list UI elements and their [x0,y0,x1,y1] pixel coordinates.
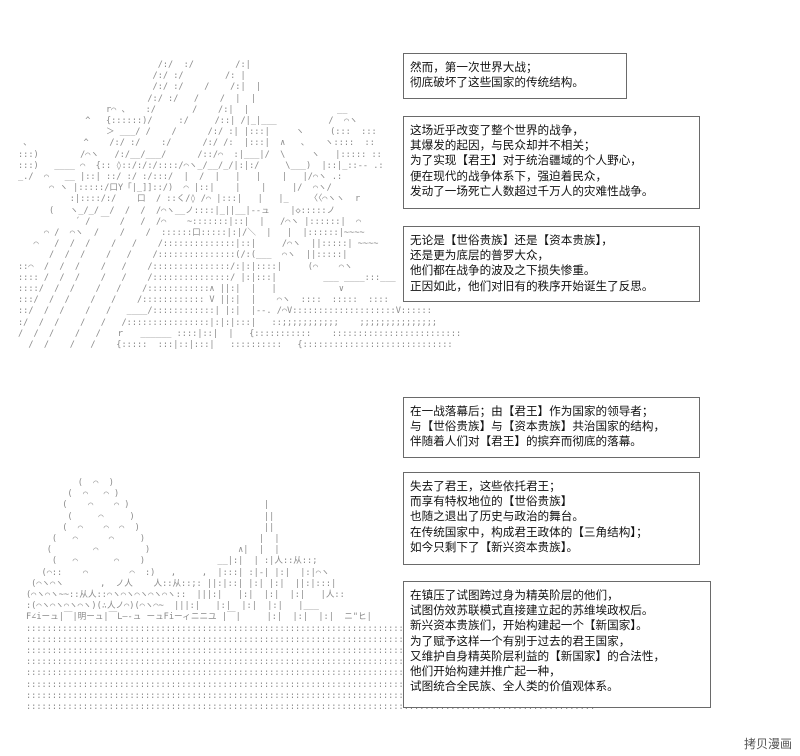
narration-line: 这场近乎改变了整个世界的战争， [410,123,584,137]
narration-line: 试图仿效苏联模式直接建立起的苏维埃政权后。 [410,603,654,618]
narration-line: 正因如此，他们对旧有的秩序开始诞生了反思。 [410,278,654,293]
narration-line: 为了实现【君王】对于统治疆域的个人野心， [410,153,642,168]
narration-line: 伴随着人们对【君王】的摈弃而彻底的落幕。 [410,434,642,449]
narration-box-5: 失去了君王，这些依托君王； 而享有特权地位的【世俗贵族】 也随之退出了历史与政治… [403,472,700,565]
narration-line: 失去了君王，这些依托君王； [410,479,561,493]
narration-line: 如今只剩下了【新兴资本贵族】。 [410,539,579,554]
narration-box-1: 然而，第一次世界大战； 彻底破坏了这些国家的传统结构。 [403,53,627,99]
narration-line: 还是更为底层的普罗大众， [410,248,550,263]
narration-box-4: 在一战落幕后；由【君王】作为国家的领导者； 与【世俗贵族】与【资本贵族】共治国家… [403,397,700,458]
ascii-art-city-skyline: ( ⌒ ) ( ⌒ ⌒ ) ( ⌒ ⌒ ) | ( ⌒ ) || ( ⌒ ⌒ ⌒… [26,478,596,713]
narration-line: 在镇压了试图跨过身为精英阶层的他们， [410,588,619,602]
narration-line: 发动了一场死亡人数超过千万人的灾难性战争。 [410,183,654,198]
narration-line: 其爆发的起因，与民众却并不相关； [410,138,596,153]
narration-line: 然而，第一次世界大战； [410,60,538,74]
ascii-art-war-scene: /:/ :/ /:| /:/ :/ /: | /:/ :/ / /:| | /:… [18,60,462,351]
narration-line: 便在现代的战争体系下，强迫着民众， [410,168,608,183]
narration-line: 也随之退出了历史与政治的舞台。 [410,509,584,524]
narration-line: 新兴资本贵族们，开始构建起一个【新国家】。 [410,618,648,633]
narration-line: 在传统国家中，构成君王政体的【三角结构】； [410,524,648,539]
narration-line: 为了赋予这样一个有别于过去的君王国家， [410,633,631,648]
narration-box-6: 在镇压了试图跨过身为精英阶层的他们， 试图仿效苏联模式直接建立起的苏维埃政权后。… [403,581,711,708]
narration-box-2: 这场近乎改变了整个世界的战争， 其爆发的起因，与民众却并不相关； 为了实现【君王… [403,116,700,209]
narration-box-3: 无论是【世俗贵族】还是【资本贵族】， 还是更为底层的普罗大众， 他们都在战争的波… [403,226,700,302]
narration-line: 他们开始构建并推广起一种， [410,664,561,679]
narration-line: 在一战落幕后；由【君王】作为国家的领导者； [410,404,654,418]
narration-line: 无论是【世俗贵族】还是【资本贵族】， [410,233,613,247]
narration-line: 彻底破坏了这些国家的传统结构。 [410,75,584,90]
narration-line: 与【世俗贵族】与【资本贵族】共治国家的结构， [410,419,666,434]
narration-line: 试图统合全民族、全人类的价值观体系。 [410,679,619,694]
watermark-text: 拷贝漫画 [743,737,792,751]
narration-line: 又维护自身精英阶层利益的【新国家】的合法性， [410,648,666,663]
narration-line: 而享有特权地位的【世俗贵族】 [410,494,573,509]
narration-line: 他们都在战争的波及之下损失惨重。 [410,263,596,278]
